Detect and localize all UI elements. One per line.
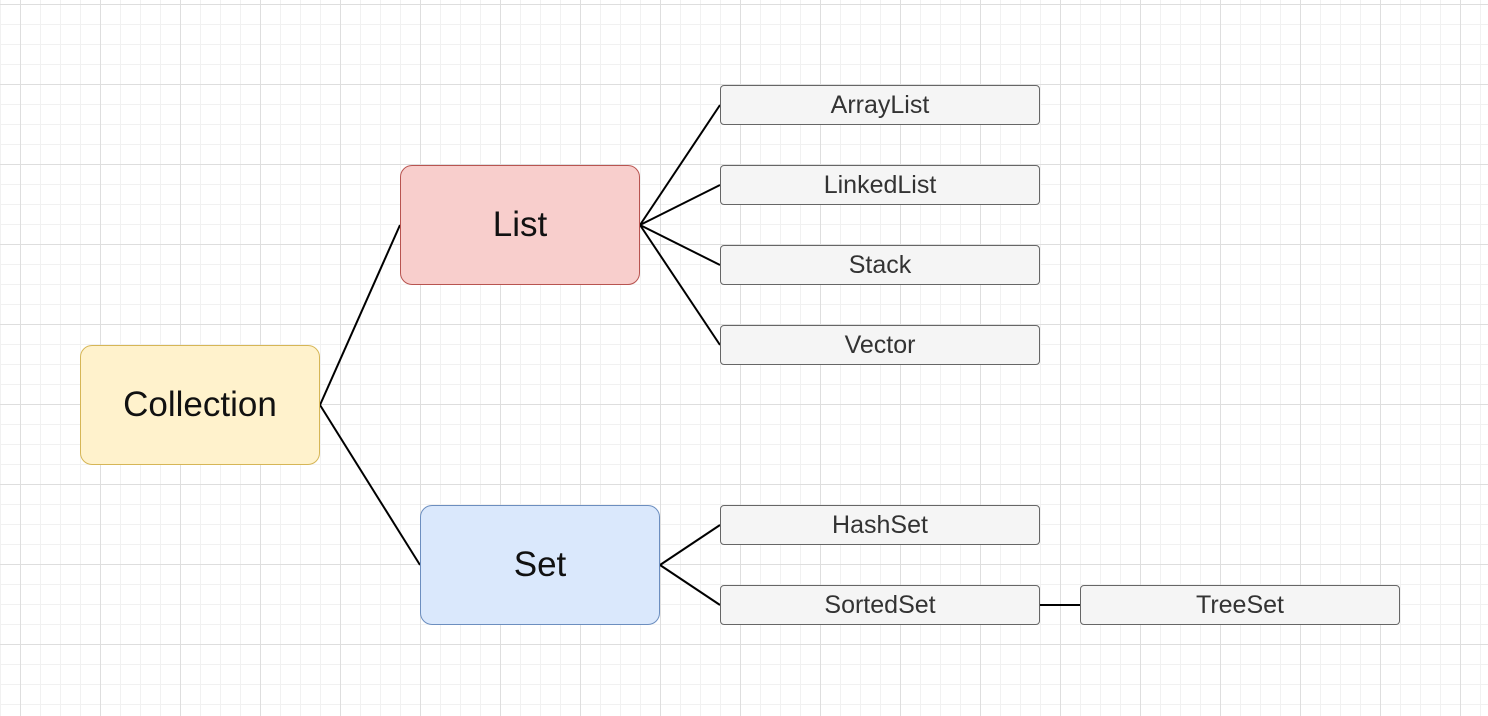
hashset-label: HashSet bbox=[832, 510, 928, 539]
set-label: Set bbox=[513, 545, 567, 584]
sortedset-node[interactable]: SortedSet bbox=[720, 585, 1040, 625]
vector-node[interactable]: Vector bbox=[720, 325, 1040, 365]
edge-collection-set bbox=[319, 404, 421, 566]
hashset-node[interactable]: HashSet bbox=[720, 505, 1040, 545]
edge-set-hashset bbox=[659, 524, 721, 566]
arraylist-label: ArrayList bbox=[830, 90, 930, 119]
edge-set-sortedset bbox=[659, 564, 721, 606]
set-node[interactable]: Set bbox=[420, 505, 660, 625]
vector-label: Vector bbox=[844, 330, 916, 359]
linkedlist-label: LinkedList bbox=[823, 170, 937, 199]
edge-list-arraylist bbox=[639, 104, 721, 226]
collection-label: Collection bbox=[123, 385, 277, 424]
treeset-node[interactable]: TreeSet bbox=[1080, 585, 1400, 625]
stack-label: Stack bbox=[848, 250, 912, 279]
list-label: List bbox=[492, 205, 548, 244]
arraylist-node[interactable]: ArrayList bbox=[720, 85, 1040, 125]
list-node[interactable]: List bbox=[400, 165, 640, 285]
stack-node[interactable]: Stack bbox=[720, 245, 1040, 285]
edge-list-vector bbox=[639, 224, 721, 346]
edge-collection-list bbox=[319, 224, 401, 406]
collection-node[interactable]: Collection bbox=[80, 345, 320, 465]
edge-list-linkedlist bbox=[639, 184, 721, 226]
treeset-label: TreeSet bbox=[1195, 590, 1284, 619]
edge-list-stack bbox=[639, 224, 721, 266]
sortedset-label: SortedSet bbox=[824, 590, 936, 619]
linkedlist-node[interactable]: LinkedList bbox=[720, 165, 1040, 205]
